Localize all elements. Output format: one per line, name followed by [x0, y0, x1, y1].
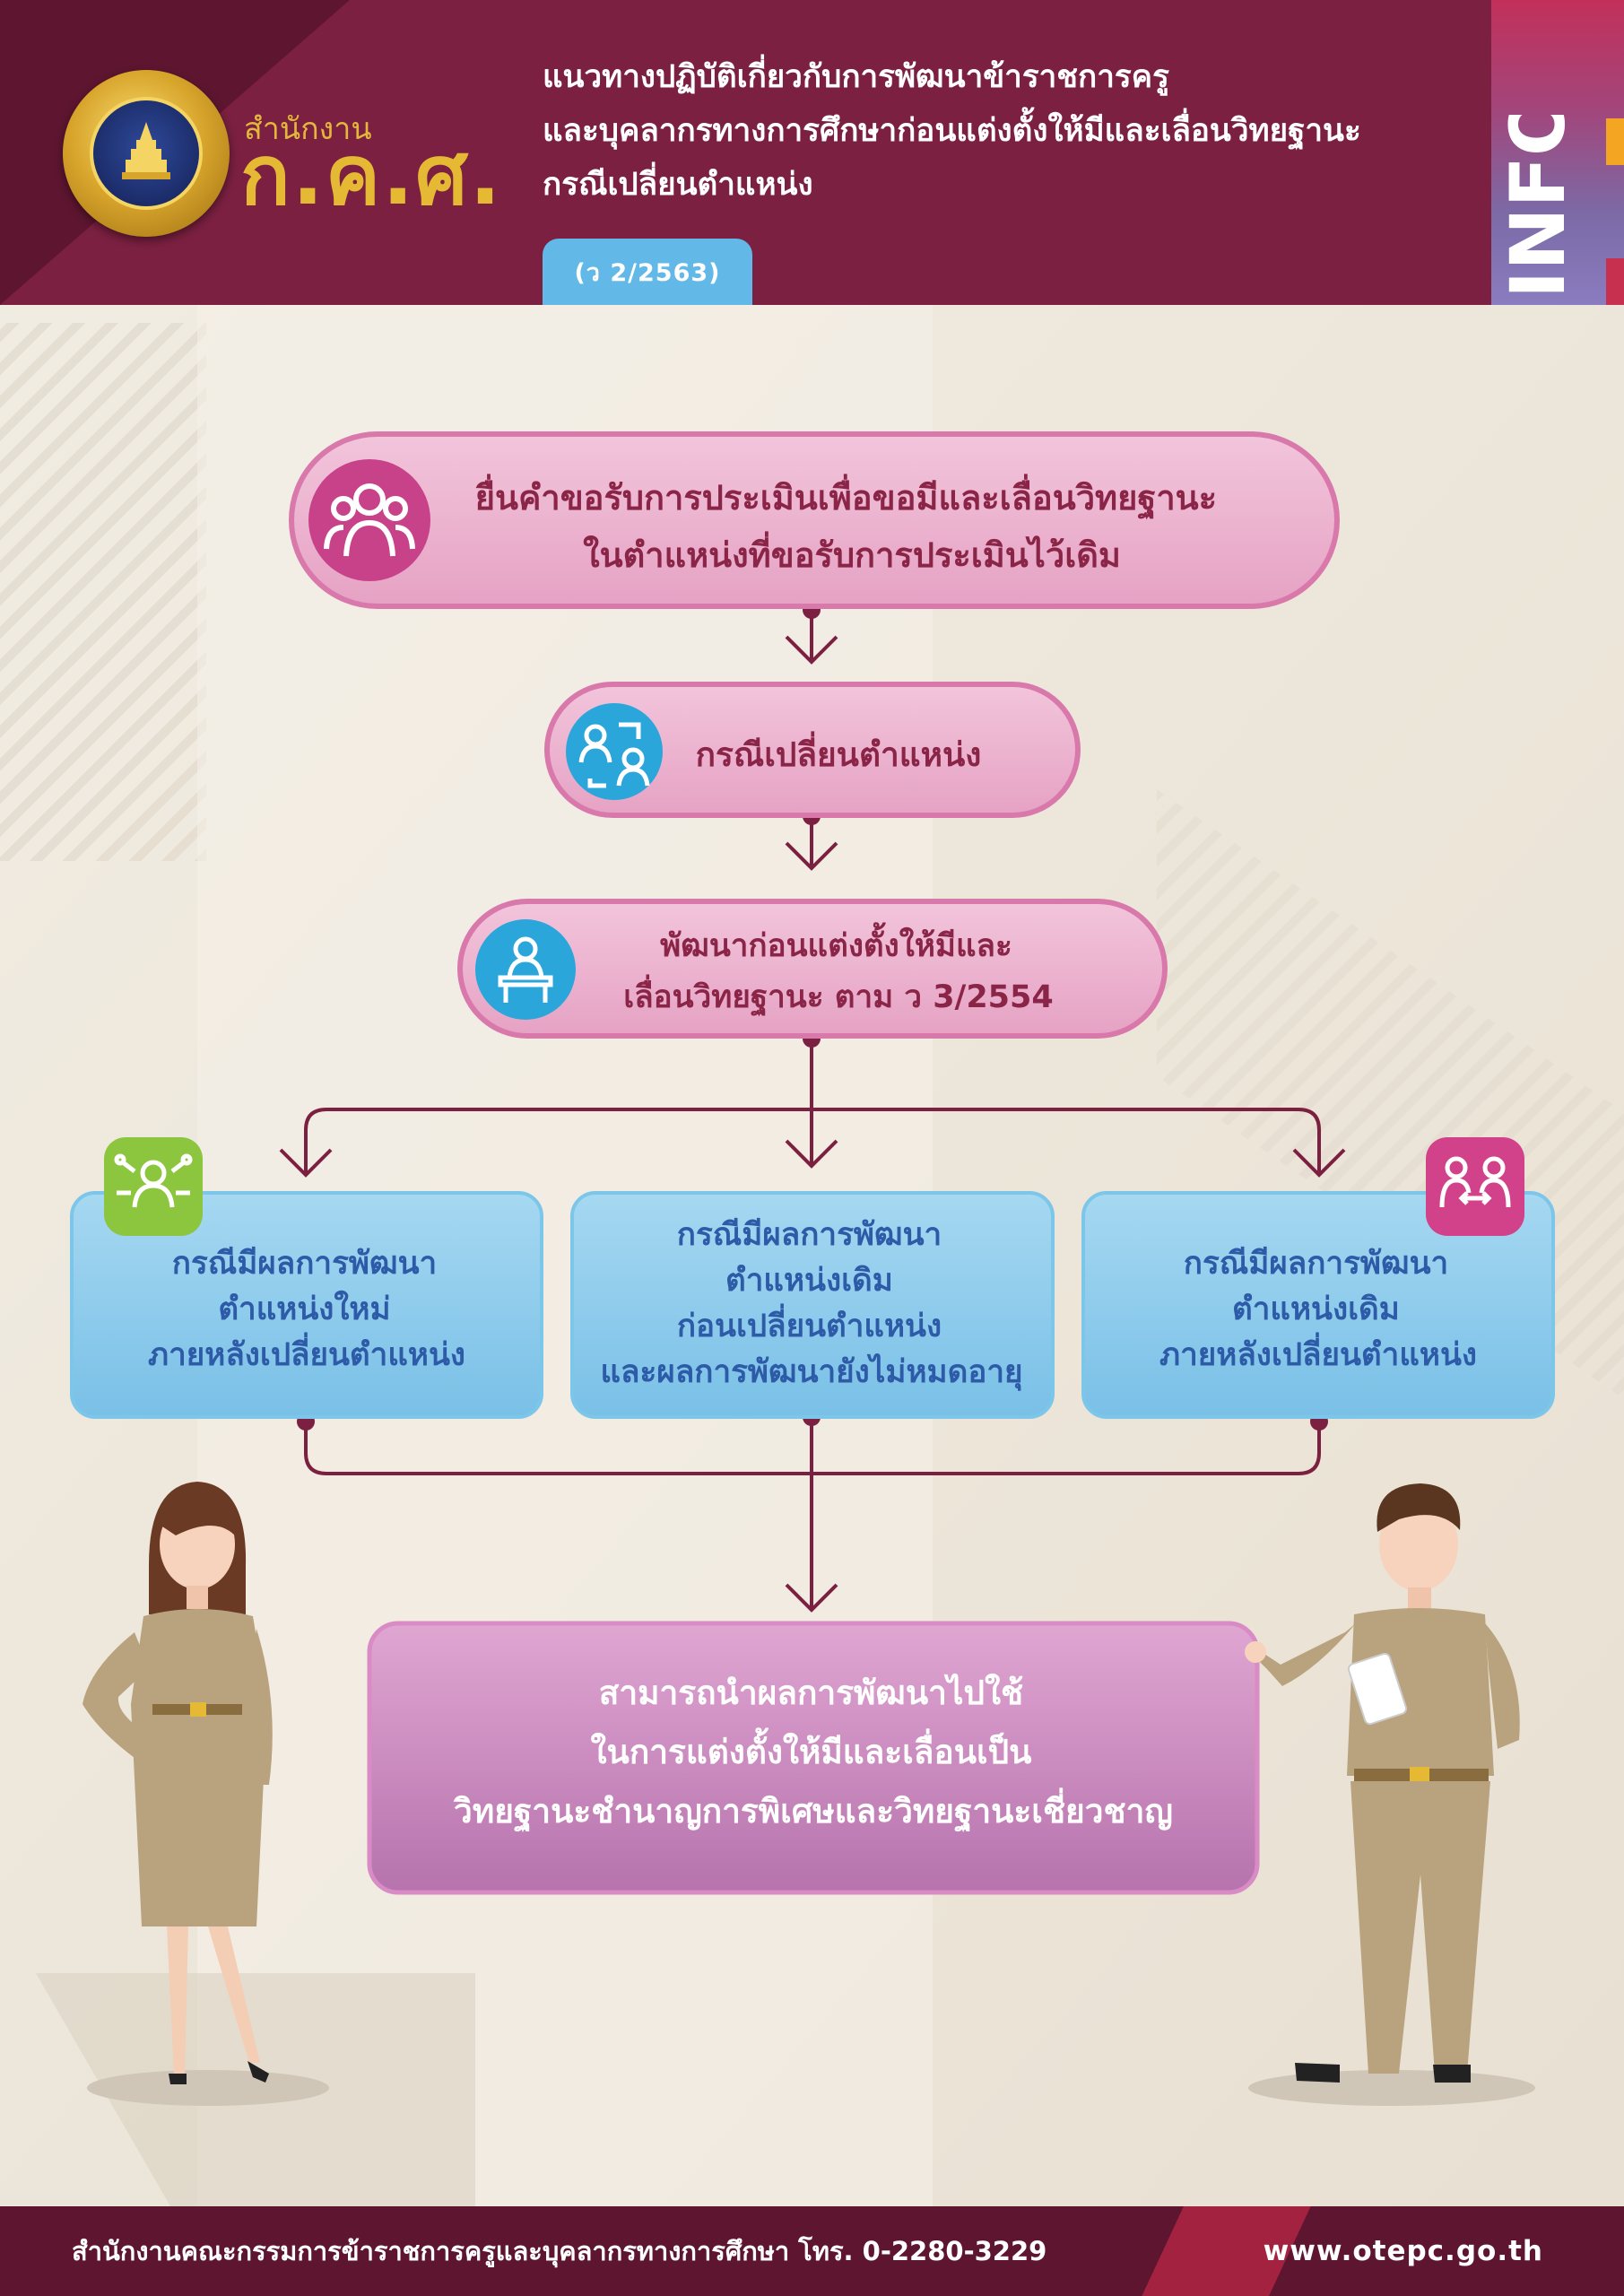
text-line: สามารถนำผลการพัฒนาไปใช้: [599, 1673, 1023, 1712]
bg-stripes: [0, 323, 206, 861]
teacher-desk-icon: [498, 936, 553, 1003]
text-line: ยื่นคำขอรับการประเมินเพื่อขอมีและเลื่อนว…: [475, 474, 1217, 520]
footer-contact: สำนักงานคณะกรรมการข้าราชการครูและบุคลากร…: [72, 2236, 1047, 2266]
text-line: กรณีเปลี่ยนตำแหน่ง: [696, 731, 982, 774]
case-left-box: กรณีมีผลการพัฒนา ตำแหน่งใหม่ ภายหลังเปลี…: [70, 1137, 543, 1419]
text-line: ภายหลังเปลี่ยนตำแหน่ง: [1159, 1332, 1477, 1373]
text-line: ในตำแหน่งที่ขอรับการประเมินไว้เดิม: [583, 531, 1121, 575]
text-line: ตำแหน่งเดิม: [1232, 1292, 1400, 1327]
network-person-icon: [114, 1153, 193, 1208]
org-abbreviation: ก.ค.ศ.: [240, 127, 503, 223]
accent-bar: [1606, 118, 1624, 165]
title-line: แนวทางปฏิบัติเกี่ยวกับการพัฒนาข้าราชการค…: [543, 59, 1169, 95]
seal-inner: [90, 97, 203, 210]
step-3-text: พัฒนาก่อนแต่งตั้งให้มีและ เลื่อนวิทยฐานะ…: [623, 922, 1054, 1017]
footer-shade: [1031, 2206, 1498, 2296]
people-group-icon: [324, 483, 415, 557]
title-line: กรณีเปลี่ยนตำแหน่ง: [543, 167, 813, 203]
header-banner: สำนักงาน ก.ค.ศ. แนวทางปฏิบัติเกี่ยวกับกา…: [0, 0, 1624, 305]
text-line: และผลการพัฒนายังไม่หมดอายุ: [601, 1352, 1023, 1391]
text-line: ภายหลังเปลี่ยนตำแหน่ง: [148, 1332, 465, 1373]
result-text: สามารถนำผลการพัฒนาไปใช้ ในการแต่งตั้งให้…: [453, 1673, 1173, 1832]
footer-bar: สำนักงานคณะกรรมการข้าราชการครูและบุคลากร…: [0, 2206, 1624, 2296]
accent-bar: [1606, 258, 1624, 305]
step-2-box: กรณีเปลี่ยนตำแหน่ง: [544, 682, 1081, 818]
result-box: สามารถนำผลการพัฒนาไปใช้ ในการแต่งตั้งให้…: [367, 1621, 1260, 1895]
page-title: แนวทางปฏิบัติเกี่ยวกับการพัฒนาข้าราชการค…: [543, 50, 1466, 212]
flow-diagram: ยื่นคำขอรับการประเมินเพื่อขอมีและเลื่อนว…: [0, 305, 1624, 2206]
text-line: กรณีมีผลการพัฒนา: [677, 1217, 942, 1253]
case-right-text: กรณีมีผลการพัฒนา ตำแหน่งเดิม ภายหลังเปลี…: [1159, 1246, 1477, 1373]
case-middle-box: กรณีมีผลการพัฒนา ตำแหน่งเดิม ก่อนเปลี่ยน…: [570, 1191, 1055, 1419]
step-2-text: กรณีเปลี่ยนตำแหน่ง: [696, 731, 982, 774]
text-line: ตำแหน่งใหม่: [218, 1290, 390, 1327]
step-3-box: พัฒนาก่อนแต่งตั้งให้มีและ เลื่อนวิทยฐานะ…: [457, 899, 1168, 1039]
title-line: และบุคลากรทางการศึกษาก่อนแต่งตั้งให้มีแล…: [543, 113, 1361, 149]
step-1-box: ยื่นคำขอรับการประเมินเพื่อขอมีและเลื่อนว…: [289, 431, 1340, 609]
crown-icon: [122, 122, 170, 179]
step-1-text: ยื่นคำขอรับการประเมินเพื่อขอมีและเลื่อนว…: [475, 474, 1229, 575]
people-transfer-icon: [1439, 1156, 1511, 1208]
document-number-tab: (ว 2/2563): [543, 239, 752, 305]
text-line: กรณีมีผลการพัฒนา: [1184, 1246, 1448, 1282]
text-line: ในการแต่งตั้งให้มีและเลื่อนเป็น: [590, 1727, 1031, 1771]
text-line: พัฒนาก่อนแต่งตั้งให้มีและ: [660, 922, 1012, 964]
female-teacher-illustration: [83, 1482, 329, 2106]
connectors: [279, 610, 1346, 1613]
text-line: วิทยฐานะชำนาญการพิเศษและวิทยฐานะเชี่ยวชา…: [453, 1787, 1173, 1832]
text-line: ตำแหน่งเดิม: [725, 1263, 893, 1299]
info-vertical-label: INFO: [1496, 115, 1582, 299]
male-teacher-illustration: [1245, 1483, 1535, 2106]
text-line: เลื่อนวิทยฐานะ ตาม ว 3/2554: [623, 974, 1054, 1017]
info-strip: [1491, 0, 1624, 305]
text-line: ก่อนเปลี่ยนตำแหน่ง: [677, 1303, 942, 1344]
text-line: กรณีมีผลการพัฒนา: [172, 1246, 437, 1282]
org-label-small: สำนักงาน: [244, 111, 372, 147]
case-left-text: กรณีมีผลการพัฒนา ตำแหน่งใหม่ ภายหลังเปลี…: [148, 1246, 465, 1373]
case-middle-text: กรณีมีผลการพัฒนา ตำแหน่งเดิม ก่อนเปลี่ยน…: [601, 1217, 1023, 1391]
info-label: INFO: [1496, 115, 1582, 299]
people-exchange-icon: [578, 722, 650, 788]
footer-website: www.otepc.go.th: [1263, 2235, 1543, 2267]
otepc-seal-logo: [63, 70, 230, 237]
case-right-box: กรณีมีผลการพัฒนา ตำแหน่งเดิม ภายหลังเปลี…: [1081, 1137, 1555, 1419]
